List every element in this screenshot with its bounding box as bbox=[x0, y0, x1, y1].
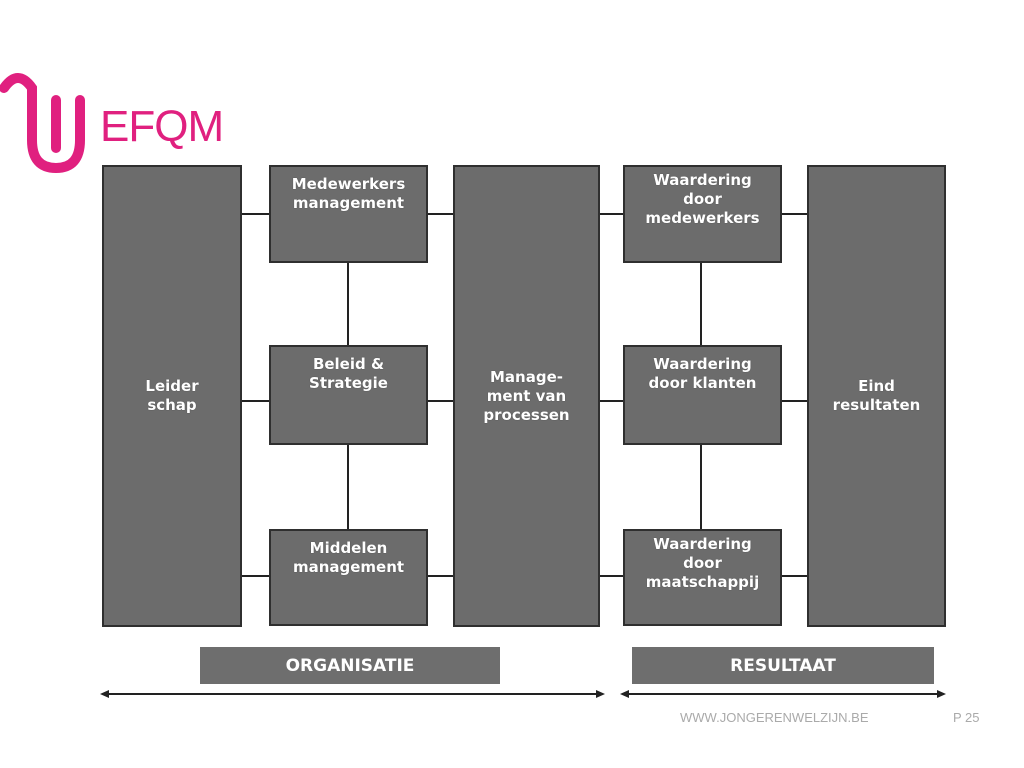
organisatie-arrow bbox=[100, 690, 605, 698]
connector-line bbox=[426, 575, 454, 577]
resultaat-band: RESULTAAT bbox=[632, 647, 934, 684]
jongerenwelzijn-logo-icon bbox=[0, 73, 85, 174]
connector-line bbox=[240, 400, 270, 402]
beleid-strategie-box: Beleid & Strategie bbox=[269, 345, 428, 445]
connector-line bbox=[780, 213, 808, 215]
footer-page-number: P 25 bbox=[953, 710, 980, 725]
eind-resultaten-box: Eind resultaten bbox=[807, 165, 946, 627]
middelen-management-box: Middelen management bbox=[269, 529, 428, 626]
connector-line bbox=[426, 400, 454, 402]
connector-line bbox=[780, 575, 808, 577]
connector-line bbox=[240, 575, 270, 577]
connector-line bbox=[240, 213, 270, 215]
connector-line bbox=[426, 213, 454, 215]
organisatie-band: ORGANISATIE bbox=[200, 647, 500, 684]
connector-line bbox=[598, 213, 624, 215]
medewerkers-management-box: Medewerkers management bbox=[269, 165, 428, 263]
page-title: EFQM bbox=[100, 102, 224, 151]
leiderschap-box: Leider schap bbox=[102, 165, 242, 627]
management-processen-box: Manage- ment van processen bbox=[453, 165, 600, 627]
resultaat-arrow bbox=[620, 690, 946, 698]
waardering-klanten-box: Waardering door klanten bbox=[623, 345, 782, 445]
connector-line bbox=[347, 444, 349, 530]
footer-website: WWW.JONGERENWELZIJN.BE bbox=[680, 710, 869, 725]
connector-line bbox=[780, 400, 808, 402]
connector-line bbox=[598, 575, 624, 577]
connector-line bbox=[700, 444, 702, 530]
waardering-maatschappij-box: Waardering door maatschappij bbox=[623, 529, 782, 626]
connector-line bbox=[700, 262, 702, 346]
connector-line bbox=[598, 400, 624, 402]
waardering-medewerkers-box: Waardering door medewerkers bbox=[623, 165, 782, 263]
connector-line bbox=[347, 262, 349, 346]
